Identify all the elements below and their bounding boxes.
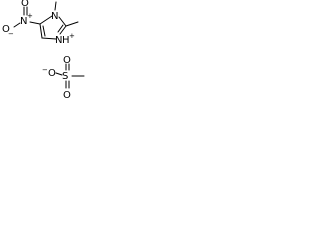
bond-c4-n3 [41,37,57,40]
chemical-structure-diagram: O − N + O N N H + O − S O O [2,0,85,101]
bond-c2-n3-double [57,24,64,33]
bond-o-n-nitro [13,22,21,28]
bond-c2-n3 [59,25,67,35]
anion-oxygen-minus-charge: − [42,66,48,74]
ring-nitrogen-3-charge: + [69,32,75,40]
bond-c5-c4 [39,23,43,39]
ring-nitrogen-3: N [55,35,62,46]
bond-c5-n1 [39,15,53,25]
anion-oxygen-bottom: O [63,90,71,101]
anion-oxygen-top: O [63,55,71,66]
bond-n1-c2 [58,16,67,27]
ring-nitrogen-1: N [51,11,58,22]
imidazolium-cation: O − N + O N N H + [2,0,79,46]
bond-n-nitro-c5 [29,21,41,25]
nitro-oxygen-minus: O [2,24,10,35]
bond-c2-methyl [65,21,79,27]
bond-c5-c4-double [42,25,46,37]
ring-nitrogen-3-hydrogen: H [62,35,70,46]
nitro-oxygen-double: O [21,0,29,9]
nitro-oxygen-minus-charge: − [8,30,14,38]
nitro-nitrogen: N [20,16,27,27]
methanesulfonate-anion: O − S O O [42,55,85,101]
anion-oxygen-minus: O [48,68,56,79]
anion-sulfur: S [62,71,68,82]
nitro-nitrogen-charge: + [27,12,33,20]
bond-o-s [55,72,63,76]
bond-n1-methyl [54,1,57,11]
